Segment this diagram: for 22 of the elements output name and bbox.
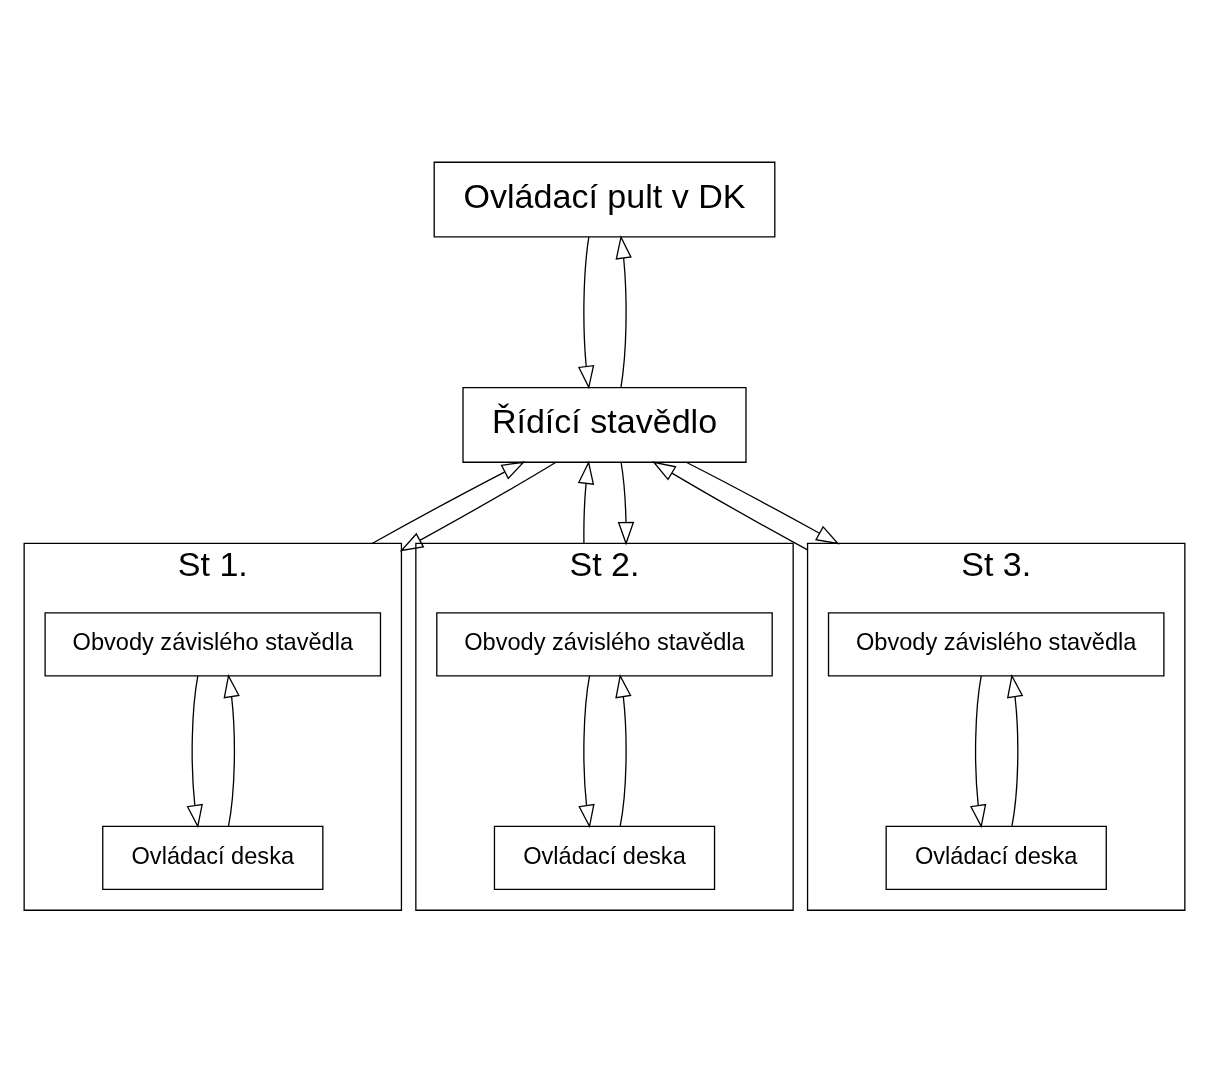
arrow xyxy=(615,235,632,388)
node-box: Ovládací deska xyxy=(885,825,1107,890)
arrow xyxy=(577,460,595,545)
arrow xyxy=(577,236,595,390)
arrow xyxy=(223,673,240,828)
arrow xyxy=(578,675,595,829)
arrow xyxy=(970,675,987,829)
arrow xyxy=(371,461,526,545)
arrow xyxy=(615,673,632,828)
node-box: Obvody závislého stavědla xyxy=(827,612,1165,677)
node-box: Obvody závislého stavědla xyxy=(436,612,773,677)
arrow xyxy=(399,461,557,552)
arrow xyxy=(617,461,635,546)
node-box: Ovládací deska xyxy=(493,825,716,890)
node-box: Obvody závislého stavědla xyxy=(44,612,382,677)
arrow xyxy=(685,461,840,545)
arrow xyxy=(652,461,809,551)
node-box: Ovládací deska xyxy=(102,825,324,890)
arrow xyxy=(186,675,203,829)
node-box: Ovládací pult v DK xyxy=(433,161,776,238)
arrow xyxy=(1006,673,1024,828)
node-box: Řídící stavědlo xyxy=(462,386,747,463)
